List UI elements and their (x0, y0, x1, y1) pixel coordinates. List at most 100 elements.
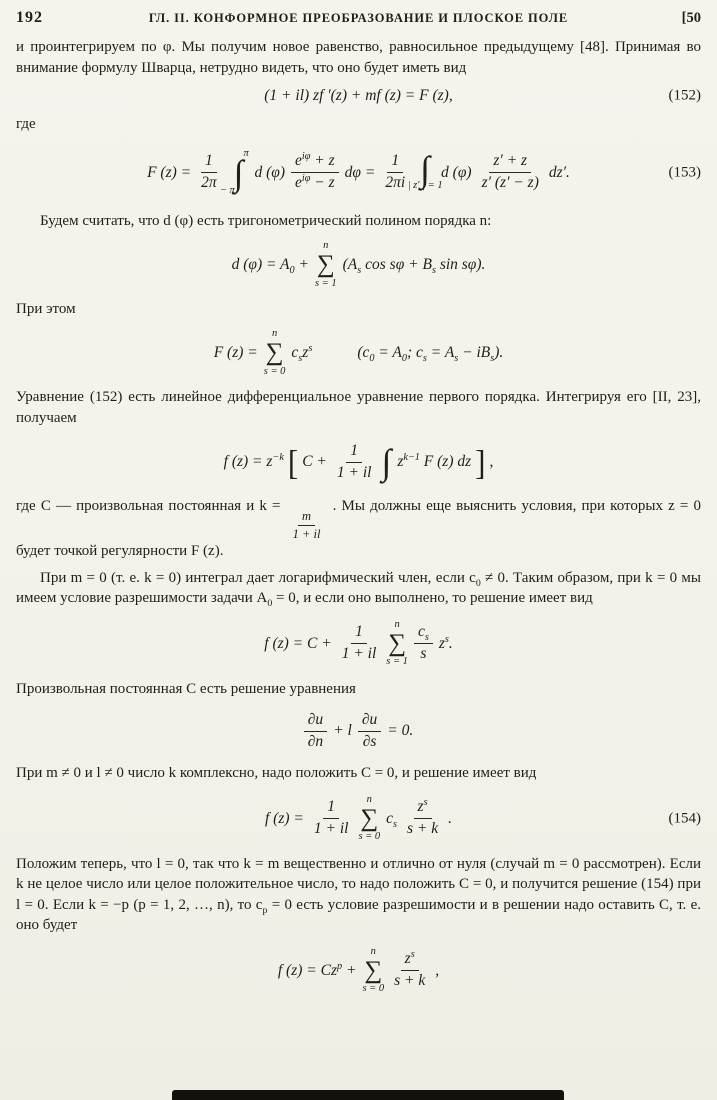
fraction-denominator: ∂s (362, 732, 377, 750)
fraction: zs s + k (403, 798, 442, 838)
right-bracket-symbol: ] (475, 442, 486, 482)
integral-symbol: ∫ (233, 152, 244, 193)
equation-f-integral-pre: C + (302, 453, 327, 471)
equation-153-dphi-equals: dφ = (344, 163, 376, 181)
paragraph-budem: Будем считать, что d (φ) есть тригономет… (40, 212, 492, 229)
equation-F-note: (c0 = A0; cs = As − iBs). (357, 344, 504, 365)
integral-symbol: ∫ (420, 148, 431, 189)
fraction-numerator: 1 (351, 623, 367, 644)
fraction-denominator: s (420, 645, 427, 662)
equation-154-cs: cs (386, 809, 397, 830)
equation-f-integral-post: zk−1 F (z) dz (397, 452, 472, 471)
equation-last-lhs: f (z) = Czp + (277, 960, 357, 979)
equation-154-end: . (448, 809, 452, 827)
fraction-numerator: eiφ + z (291, 152, 339, 173)
paragraph-gde-c-after: . Мы должны еще выяснить условия, при ко… (16, 498, 701, 559)
fraction-numerator: 1 (200, 152, 217, 173)
fraction: 1 1 + il (338, 623, 381, 663)
equation-f-integral-end: , (489, 453, 494, 471)
sum-lower-limit: s = 1 (386, 656, 408, 668)
fraction-denominator: 1 + il (336, 463, 372, 481)
equation-boundary-rhs: = 0. (387, 722, 414, 739)
fraction-numerator: ∂u (357, 711, 382, 732)
sum-lower-limit: s = 0 (263, 366, 286, 378)
equation-153-d-phi2: d (φ) (441, 163, 472, 181)
equation-153-tag: (153) (668, 164, 702, 180)
fraction-numerator: zs (400, 950, 419, 971)
equation-f-solution-k0: f (z) = C + 1 1 + il n ∑ s = 1 cs s zs. (16, 618, 701, 670)
equation-154-lhs: f (z) = (265, 809, 304, 827)
fraction: ∂u ∂n (303, 711, 328, 751)
fraction-denominator: 1 + il (313, 820, 349, 837)
sum-operator: n ∑ s = 0 (358, 794, 380, 844)
section-mark: [50 (681, 10, 701, 26)
sum-upper-limit: n (366, 793, 372, 805)
sum-operator: n ∑ s = 0 (362, 946, 384, 996)
equation-153-end: dz′. (548, 163, 570, 181)
equation-f-solution-k0-rhs: zs. (438, 633, 453, 652)
equation-152-tag: (152) (668, 87, 702, 104)
paragraph-intro: и проинтегрируем по φ. Мы получим новое … (16, 39, 701, 76)
inline-fraction: m 1 + il (289, 509, 325, 541)
fraction: zs s + k (390, 950, 429, 990)
paragraph-proizv: Произвольная постоянная C есть решение у… (16, 680, 356, 697)
sum-operator: n ∑ s = 0 (264, 328, 286, 378)
paragraph-pri-m0: При m = 0 (т. е. k = 0) интеграл дает ло… (16, 569, 701, 609)
equation-154-tag: (154) (668, 810, 702, 826)
fraction-numerator: zs (413, 798, 432, 819)
integral-lower-limit: | z′ | = 1 (407, 179, 443, 191)
equation-last-end: , (435, 961, 440, 979)
integral-lower-limit: − π (219, 184, 235, 196)
running-head: 192 ГЛ. II. КОНФОРМНОЕ ПРЕОБРАЗОВАНИЕ И … (16, 9, 701, 27)
integral-symbol: ∫ (381, 442, 392, 483)
fraction-numerator: m (298, 509, 316, 526)
paragraph-pri-mneq: При m ≠ 0 и l ≠ 0 число k комплексно, на… (16, 765, 537, 781)
page-number: 192 (16, 9, 43, 26)
equation-boundary-mid: + l (333, 722, 352, 739)
equation-f-integral-lhs: f (z) = z−k (223, 452, 284, 471)
scan-gutter-shadow (172, 1090, 564, 1100)
paragraph-gde-c-before: где C — произвольная постоянная и k = (16, 498, 281, 515)
equation-152: (1 + il) zf ′(z) + mf (z) = F (z), (152) (16, 87, 701, 105)
sum-symbol: ∑ (388, 629, 407, 657)
equation-153-d-phi: d (φ) (254, 163, 286, 181)
fraction-numerator: cs (413, 623, 433, 644)
integral-upper-limit: π (243, 147, 249, 159)
fraction-denominator: eiφ − z (295, 172, 335, 191)
fraction-denominator: z′ (z′ − z) (481, 174, 539, 191)
sum-symbol: ∑ (265, 339, 284, 367)
equation-F-lhs: F (z) = (213, 344, 258, 362)
equation-d-phi: d (φ) = A0 + n ∑ s = 1 (As cos sφ + Bs s… (16, 240, 701, 290)
fraction-numerator: 1 (323, 798, 340, 819)
fraction: cs s (413, 623, 433, 663)
equation-d-phi-lhs: d (φ) = A0 + (231, 255, 309, 277)
sum-upper-limit: n (271, 328, 278, 340)
fraction-numerator: ∂u (303, 711, 328, 732)
equation-154: f (z) = 1 1 + il n ∑ s = 0 cs zs s + k .… (16, 793, 701, 845)
sum-symbol: ∑ (360, 804, 379, 832)
equation-F-series: F (z) = n ∑ s = 0 cszs (c0 = A0; cs = As… (16, 328, 701, 378)
fraction: eiφ + z eiφ − z (291, 152, 339, 192)
sum-lower-limit: s = 1 (314, 277, 337, 289)
fraction-denominator: 1 + il (292, 526, 321, 541)
fraction: z′ + z z′ (z′ − z) (478, 152, 543, 192)
paragraph-gde-c: где C — произвольная постоянная и k = m … (16, 496, 701, 561)
fraction-denominator: s + k (407, 820, 439, 837)
fraction-denominator: 2π (201, 174, 217, 191)
fraction-numerator: 1 (346, 442, 363, 463)
sum-operator: n ∑ s = 1 (315, 240, 337, 290)
fraction: ∂u ∂s (357, 711, 382, 751)
equation-boundary: ∂u ∂n + l ∂u ∂s = 0. (16, 708, 701, 754)
equation-152-body: (1 + il) zf ′(z) + mf (z) = F (z), (264, 87, 453, 104)
sum-upper-limit: n (394, 618, 400, 630)
equation-F-rhs: cszs (291, 343, 313, 365)
paragraph-pri-etom: При этом (16, 300, 76, 317)
chapter-running-title: ГЛ. II. КОНФОРМНОЕ ПРЕОБРАЗОВАНИЕ И ПЛОС… (148, 11, 569, 25)
left-bracket-symbol: [ (287, 442, 299, 482)
sum-operator: n ∑ s = 1 (386, 619, 408, 669)
equation-f-solution-k0-lhs: f (z) = C + (264, 634, 332, 652)
paragraph-gde: где (16, 116, 36, 132)
fraction-denominator: 2πi (385, 174, 406, 191)
fraction-denominator: s + k (394, 972, 426, 989)
